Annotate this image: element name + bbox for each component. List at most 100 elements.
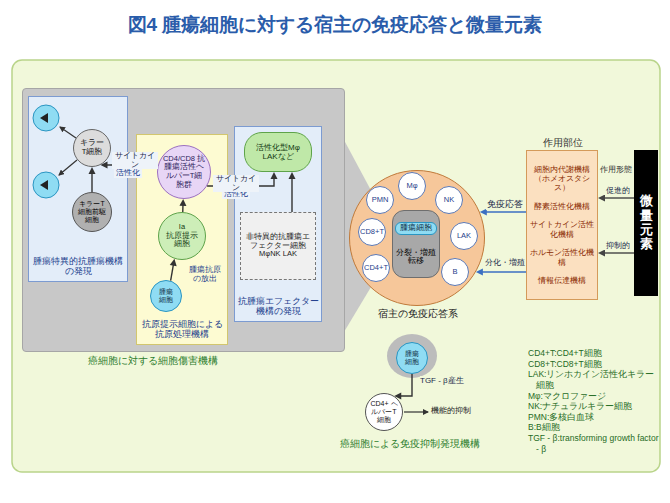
arrow-connector [476, 269, 526, 276]
edge-label: 免疫応答 [486, 200, 524, 210]
node-heading: 癌細胞に対する細胞傷害機構 [23, 355, 283, 367]
legend-column: CD4+T:CD4+T細胞CD8+T:CD8+T細胞LAK:リンホカイン活性化キ… [528, 348, 660, 454]
tumor-surround [387, 334, 437, 378]
node-text: 酵素活性化機構 [529, 202, 595, 211]
tumor-circle: 腫瘍細胞 [150, 280, 182, 312]
cell-circle: キラーT細胞 [73, 129, 111, 167]
cell-circle: CD4+ ヘルパーT細胞 [365, 393, 403, 431]
node-text: 腫瘍細胞 [404, 350, 420, 366]
arrow-connector [170, 259, 177, 281]
immune-cell-circle: CD4+T [362, 254, 390, 282]
node-text: 細胞内代謝機構（ホメオスタシス） [529, 165, 595, 193]
legend-note: CD8+T:CD8+T細胞 [528, 359, 660, 370]
mechanism-region: 癌細胞に対する細胞傷害機構腫瘍特異的抗腫瘍機構の発現キラーT細胞キラーT細胞前駆… [22, 88, 345, 352]
arrow-connector [179, 199, 186, 212]
node-text: Ia [164, 223, 200, 232]
connector-line [604, 197, 634, 198]
node-heading: 宿主の免疫応答系 [330, 309, 506, 320]
cell-cloud: 活性化型Mφ LAKなど [244, 132, 312, 172]
connector-line [207, 178, 274, 186]
element-bar: 微量元素 [634, 150, 658, 296]
mechanism-box: 腫瘍特異的抗腫瘍機構の発現 キラーT細胞キラーT細胞前駆細胞 [28, 96, 128, 282]
arrow-head [289, 172, 296, 179]
action-site-box: 作用部位細胞内代謝機構（ホメオスタシス）酵素活性化機構サイトカイン活性化機構ホル… [526, 150, 598, 300]
arrow-head [179, 199, 186, 206]
arrow-head [598, 195, 605, 202]
legend-note: TGF - β:transforming growth factor - β [528, 433, 660, 454]
free-label: 作用形態 [600, 166, 632, 175]
suppression-arrow [404, 411, 428, 412]
attack-line [59, 160, 77, 175]
edge-label: TGF - β産生 [420, 376, 482, 385]
edge-label: サイトカイン [213, 175, 259, 192]
arrow-head [394, 393, 401, 400]
free-label: 活性化 [114, 169, 142, 178]
arrow-connector [207, 172, 277, 186]
diagram-title: 図4 腫瘍細胞に対する宿主の免疫応答と微量元素 [0, 12, 670, 38]
connector-line [182, 205, 184, 212]
connector-line [604, 252, 634, 253]
node-text: キラーT細胞 [79, 139, 105, 156]
legend-note: Mφ:マクロファージ [528, 391, 660, 402]
arrow-connector [89, 167, 96, 192]
immune-cell-circle: NK [435, 186, 463, 214]
node-text: 腫瘍特異的抗腫瘍機構の発現 [32, 257, 124, 277]
effector-box: 非特異的抗腫瘍エフェクター細胞 MφNK LAK [240, 212, 316, 280]
arrow-connector [480, 209, 526, 216]
arrow-connector [100, 162, 157, 169]
arrow-connector [598, 250, 634, 257]
edge-label: サイトカイン [112, 152, 158, 169]
node-text: 腫瘍細胞 [158, 288, 174, 304]
tumor-cell [33, 105, 59, 131]
connector-line [106, 164, 157, 165]
node-heading: 作用部位 [523, 137, 603, 149]
node-text: 抗原提示細胞 [164, 232, 200, 249]
legend-note: NK:ナチュラルキラー細胞 [528, 401, 660, 412]
arrow-connector [394, 374, 412, 400]
mechanism-box: 抗腫瘍エフェクター機構の発現活性化型Mφ LAKなど非特異的抗腫瘍エフェクター細… [234, 126, 322, 322]
arrow-head [476, 269, 483, 276]
cell-circle: CD4/CD8 抗腫瘍活性ヘルパーT細胞群 [157, 145, 211, 199]
cell-circle: Ia抗原提示細胞 [158, 212, 206, 260]
arrow-head [170, 259, 177, 266]
connector-line [486, 211, 526, 212]
connector-line [291, 178, 292, 212]
tumor-cell [33, 172, 59, 198]
node-text: サイトカイン活性化機構 [529, 220, 595, 238]
node-text: 分裂・増殖 転移 [394, 249, 438, 266]
node-text: 情報伝達機構 [529, 276, 595, 285]
arrow-head [100, 162, 107, 169]
node-text: NK [436, 196, 463, 205]
arrow-connector [598, 195, 634, 202]
free-label: 機能的抑制 [431, 406, 475, 415]
edge-label: 促進的 [604, 186, 632, 195]
tumor-mark [40, 113, 48, 123]
tumor-mark [40, 180, 48, 190]
legend-note: B:B細胞 [528, 422, 660, 433]
node-text: CD4/CD8 抗腫瘍活性ヘルパーT細胞群 [162, 155, 206, 190]
cell-circle: キラーT細胞前駆細胞 [72, 192, 112, 232]
immune-cell-circle: CD8+T [358, 218, 386, 246]
arrow-head [89, 167, 96, 174]
immune-cell-circle: LAK [450, 222, 478, 250]
connector-line [400, 374, 412, 396]
connector-line [482, 271, 526, 272]
tumor-circle: 腫瘍細胞 [396, 342, 428, 374]
node-text: 活性化型Mφ LAKなど [248, 143, 308, 161]
legend-note: CD4+T:CD4+T細胞 [528, 348, 660, 359]
legend-note: PMN:多核白血球 [528, 412, 660, 423]
node-text: CD4+T [363, 264, 390, 273]
immune-cell-circle: Mφ [398, 172, 426, 200]
attack-line [60, 127, 76, 138]
immune-cell-circle: PMN [366, 186, 394, 214]
host-circle: 宿主の免疫応答系PMNMφNKCD8+TLAKCD4+TB腫瘍細胞分裂・増殖 転… [349, 170, 485, 306]
node-text: 腫瘍細胞 [395, 222, 437, 235]
connector-line [171, 265, 174, 281]
arrow-head [598, 250, 605, 257]
node-text: PMN [367, 196, 394, 205]
node-text: LAK [451, 232, 478, 241]
node-text: CD8+T [359, 228, 386, 237]
node-text: Mφ [399, 182, 426, 191]
node-text: 微量元素 [640, 194, 653, 251]
